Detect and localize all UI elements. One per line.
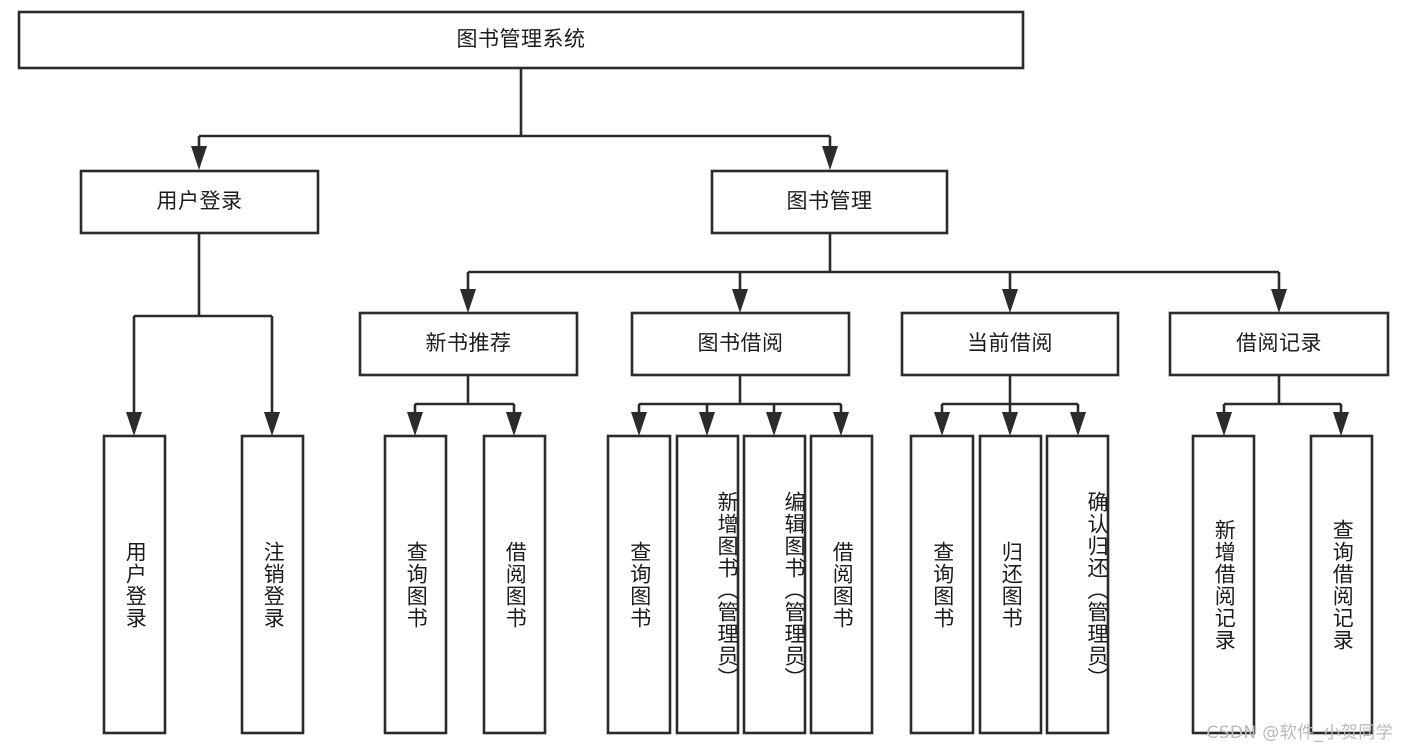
connector-group-new-book-rec — [407, 375, 522, 436]
node-box-leaf-cur-return[interactable] — [978, 434, 1043, 735]
node-box-leaf-user-login[interactable] — [102, 434, 167, 735]
node-box-user-login[interactable] — [79, 169, 320, 235]
node-box-leaf-rec-add[interactable] — [1191, 434, 1256, 735]
arrowhead-leaf-cur-query — [934, 412, 950, 436]
node-box-book-borrow[interactable] — [630, 311, 851, 377]
node-box-leaf-rec-search[interactable] — [1309, 434, 1374, 735]
node-box-leaf-borrow-edit[interactable] — [742, 434, 807, 735]
connector-group-current-borrow — [934, 375, 1086, 436]
node-box-new-book-rec[interactable] — [358, 311, 579, 377]
arrowhead-leaf-rec-borrow — [506, 412, 522, 436]
arrowhead-user-login — [191, 146, 207, 170]
arrowhead-new-book-rec — [460, 289, 476, 313]
node-box-leaf-cur-query[interactable] — [909, 434, 975, 735]
arrowhead-leaf-cur-confirm — [1070, 412, 1086, 436]
arrowhead-book-manage — [822, 146, 838, 170]
node-box-current-borrow[interactable] — [900, 311, 1120, 377]
connector-group-book-borrow — [631, 375, 849, 436]
arrowhead-borrow-record — [1271, 289, 1287, 313]
connector-group-user-login — [126, 233, 280, 436]
arrowhead-book-borrow — [732, 289, 748, 313]
node-box-book-manage[interactable] — [710, 169, 949, 235]
node-box-leaf-rec-borrow[interactable] — [482, 434, 547, 735]
node-box-leaf-borrow-add[interactable] — [675, 434, 740, 735]
node-box-leaf-borrow-lend[interactable] — [809, 434, 874, 735]
connector-group-root — [191, 68, 838, 170]
arrowhead-leaf-borrow-add — [699, 412, 715, 436]
arrowhead-current-borrow — [1002, 289, 1018, 313]
arrowhead-leaf-borrow-query — [631, 412, 647, 436]
arrowhead-leaf-rec-search — [1333, 412, 1349, 436]
arrowhead-leaf-borrow-lend — [833, 412, 849, 436]
arrowhead-leaf-user-logout — [264, 412, 280, 436]
arrowhead-leaf-user-login — [126, 412, 142, 436]
node-box-leaf-rec-query[interactable] — [383, 434, 448, 735]
connector-group-book-manage — [460, 233, 1287, 313]
node-box-leaf-user-logout[interactable] — [240, 434, 305, 735]
node-box-leaf-borrow-query[interactable] — [606, 434, 672, 735]
node-box-leaf-cur-confirm[interactable] — [1045, 434, 1110, 735]
connector-group-borrow-record — [1216, 375, 1349, 436]
arrowhead-leaf-borrow-edit — [766, 412, 782, 436]
node-box-root[interactable] — [17, 10, 1025, 70]
arrowhead-leaf-rec-add — [1216, 412, 1232, 436]
arrowhead-leaf-cur-return — [1002, 412, 1018, 436]
arrowhead-leaf-rec-query — [407, 412, 423, 436]
node-box-borrow-record[interactable] — [1168, 311, 1390, 377]
